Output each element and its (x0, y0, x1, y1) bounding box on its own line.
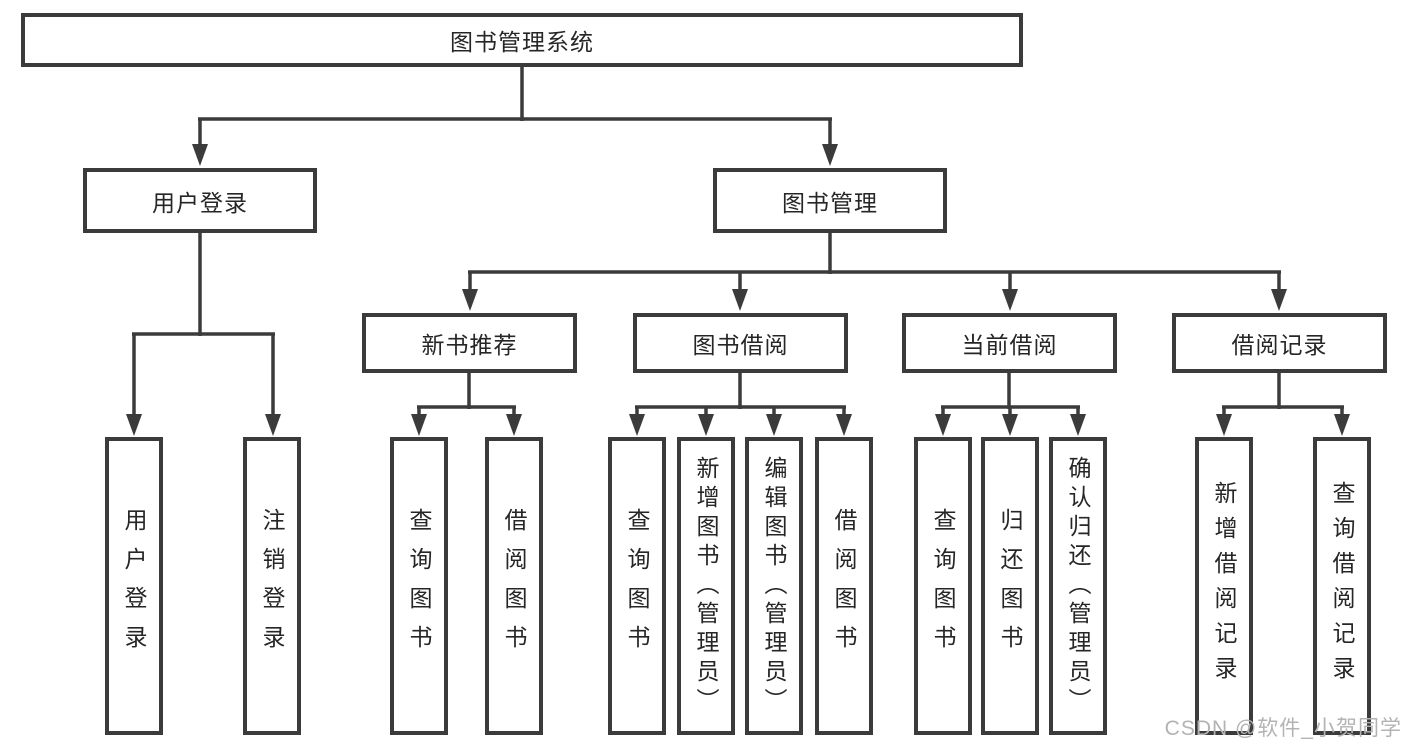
leaf-query-books-current: 查询图书 (914, 437, 972, 735)
connector-book-management-to-level3 (462, 233, 1287, 311)
leaf-query-books-borrow: 查询图书 (608, 437, 666, 735)
leaf-user-login-label: 用户登录 (121, 508, 147, 664)
leaf-query-books-borrow-label: 查询图书 (624, 508, 650, 664)
connector-book-borrow-to-leaves (629, 373, 852, 436)
leaf-edit-books-admin-label: 编辑图书（管理员） (761, 455, 787, 717)
connector-root-to-level2 (192, 67, 838, 166)
leaf-confirm-return-admin-label: 确认归还（管理员） (1065, 455, 1091, 717)
node-user-login-label: 用户登录 (152, 189, 248, 216)
leaf-logout: 注销登录 (243, 437, 301, 735)
connector-new-book-to-leaves (411, 373, 522, 436)
node-root: 图书管理系统 (21, 13, 1023, 67)
node-new-book-recommend-label: 新书推荐 (421, 332, 518, 358)
node-book-borrow-label: 图书借阅 (692, 332, 789, 358)
leaf-query-books-new-label: 查询图书 (406, 508, 432, 664)
node-borrow-records-label: 借阅记录 (1231, 332, 1328, 358)
leaf-query-borrow-record: 查询借阅记录 (1313, 437, 1371, 735)
leaf-borrow-books: 借阅图书 (815, 437, 873, 735)
node-current-borrow: 当前借阅 (902, 313, 1117, 373)
leaf-user-login: 用户登录 (105, 437, 163, 735)
node-borrow-records: 借阅记录 (1172, 313, 1387, 373)
leaf-confirm-return-admin: 确认归还（管理员） (1049, 437, 1107, 735)
node-book-management: 图书管理 (713, 168, 947, 233)
connector-current-borrow-to-leaves (935, 373, 1086, 436)
leaf-add-books-admin-label: 新增图书（管理员） (693, 455, 719, 717)
node-current-borrow-label: 当前借阅 (961, 332, 1058, 358)
leaf-query-books-new: 查询图书 (390, 437, 448, 735)
leaf-return-books: 归还图书 (981, 437, 1039, 735)
connector-borrow-records-to-leaves (1216, 373, 1350, 436)
node-book-borrow: 图书借阅 (633, 313, 848, 373)
connector-user-login-to-leaves (126, 233, 281, 436)
leaf-borrow-books-new-label: 借阅图书 (501, 508, 527, 664)
leaf-edit-books-admin: 编辑图书（管理员） (745, 437, 803, 735)
leaf-add-borrow-record-label: 新增借阅记录 (1211, 481, 1237, 691)
csdn-watermark: CSDN @软件_小贺同学 (1164, 717, 1402, 740)
leaf-query-borrow-record-label: 查询借阅记录 (1329, 481, 1355, 691)
node-user-login: 用户登录 (83, 168, 317, 233)
node-new-book-recommend: 新书推荐 (362, 313, 577, 373)
leaf-add-borrow-record: 新增借阅记录 (1195, 437, 1253, 735)
node-book-management-label: 图书管理 (782, 189, 878, 216)
node-root-label: 图书管理系统 (450, 29, 594, 55)
leaf-return-books-label: 归还图书 (997, 508, 1023, 664)
leaf-query-books-current-label: 查询图书 (930, 508, 956, 664)
leaf-logout-label: 注销登录 (259, 508, 285, 664)
leaf-borrow-books-new: 借阅图书 (485, 437, 543, 735)
leaf-borrow-books-label: 借阅图书 (831, 508, 857, 664)
leaf-add-books-admin: 新增图书（管理员） (677, 437, 735, 735)
